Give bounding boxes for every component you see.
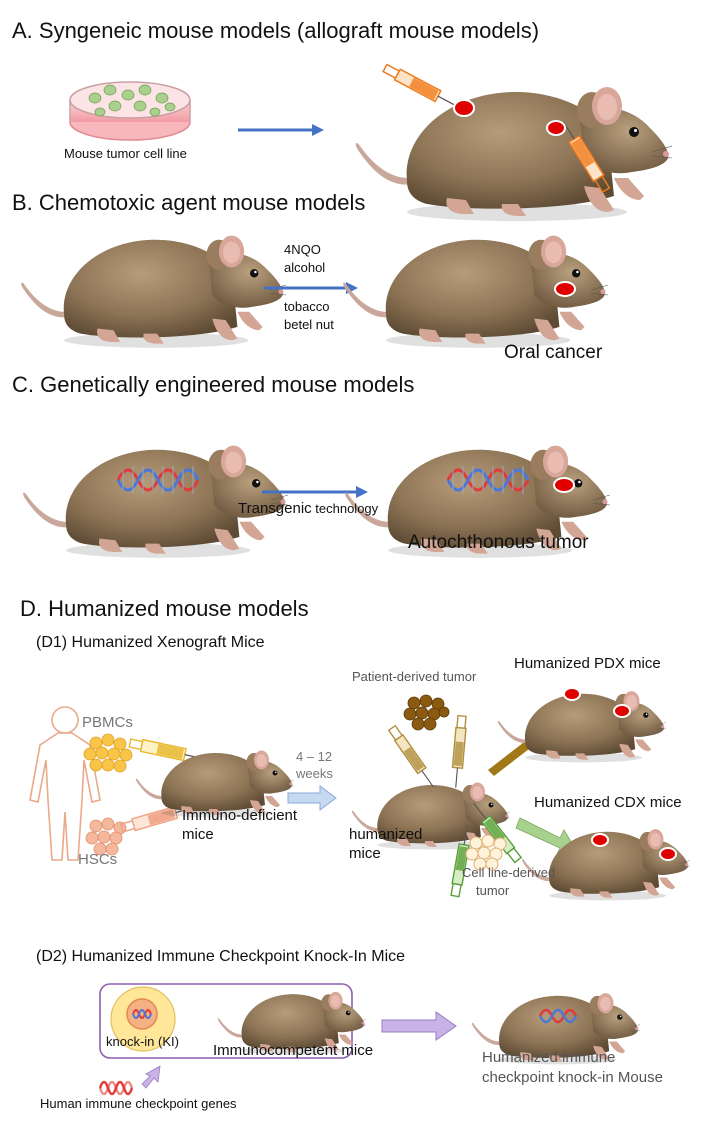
tumor-c: [553, 477, 575, 493]
agent-2: alcohol: [284, 260, 326, 275]
section-d1-title: (D1) Humanized Xenograft Mice: [36, 634, 265, 651]
autochthonous-label: Autochthonous tumor: [408, 532, 589, 553]
syringe-patient-1: [387, 724, 434, 788]
section-d2-graphics: [98, 983, 640, 1096]
syringe-pbmc: [128, 738, 205, 762]
pbmcs-label: PBMCs: [82, 714, 133, 731]
cell-ki-icon: [110, 986, 176, 1052]
syringe-a2: [563, 121, 611, 194]
section-a-title: A. Syngeneic mouse models (allograft mou…: [12, 18, 540, 43]
knock-in-label: knock-in (KI): [106, 1034, 179, 1049]
cellline-tumor-icon: [465, 834, 507, 871]
agent-4: betel nut: [284, 317, 334, 332]
mouse-b1: [20, 235, 286, 349]
section-c-graphics: [22, 445, 610, 559]
transgenic-main: Transgenic: [238, 500, 312, 517]
tumor-cdx-2: [659, 847, 677, 861]
pdx-label: Humanized PDX mice: [514, 655, 661, 672]
arrow-genes-up: [141, 1065, 161, 1089]
hscs-label: HSCs: [78, 851, 118, 868]
section-a-graphics: [69, 63, 672, 222]
dna-c2-icon: [446, 466, 530, 494]
cell-line-label: Mouse tumor cell line: [64, 146, 187, 161]
agent-3: tobacco: [284, 299, 330, 314]
arrow-d1-weeks: [287, 785, 337, 811]
transgenic-suffix: technology: [311, 501, 379, 516]
humanized-2: mice: [349, 845, 381, 862]
immunodeficient-1: Immuno-deficient: [182, 807, 298, 824]
mouse-a: [355, 86, 672, 222]
immunodeficient-2: mice: [182, 826, 214, 843]
ki-result-2: checkpoint knock-in Mouse: [482, 1069, 663, 1086]
syringe-patient-2: [451, 714, 467, 788]
section-b-graphics: [20, 235, 608, 349]
agent-1: 4NQO: [284, 242, 321, 257]
section-d1-graphics: [29, 687, 690, 901]
ki-result-1: Humanized immune: [482, 1049, 616, 1066]
oral-cancer-label: Oral cancer: [504, 342, 603, 363]
arrow-d2: [381, 1011, 457, 1041]
humanized-1: humanized: [349, 826, 423, 843]
tumor-a1: [453, 99, 475, 117]
arrow-c: [262, 486, 368, 498]
cdx-label: Humanized CDX mice: [534, 794, 682, 811]
tumor-cdx-1: [591, 833, 609, 847]
transgenic-label: Transgenic technology: [238, 500, 378, 517]
syringe-a1: [382, 63, 456, 107]
tumor-b: [554, 281, 576, 297]
section-c-title: C. Genetically engineered mouse models: [12, 372, 415, 397]
human-figure-icon: [29, 706, 101, 861]
patient-tumor-icon: [403, 694, 450, 731]
hsc-cluster-icon: [85, 817, 127, 856]
gene-coil-icon: [98, 1080, 134, 1096]
petri-dish-icon: [69, 81, 191, 141]
dna-d2-icon: [538, 1008, 578, 1024]
section-d-title: D. Humanized mouse models: [20, 596, 309, 621]
section-b-title: B. Chemotoxic agent mouse models: [12, 190, 366, 215]
tumor-pdx-1: [563, 687, 581, 701]
dna-c1-icon: [116, 466, 200, 494]
duration-1: 4 – 12: [296, 749, 333, 764]
cellline-tumor-1: Cell line-derived: [462, 865, 556, 880]
tumor-a2: [546, 120, 566, 136]
pbmc-cluster-icon: [83, 733, 133, 773]
immunocompetent-label: Immunocompetent mice: [213, 1042, 374, 1059]
syringe-cellline-1: [450, 824, 470, 898]
genes-label: Human immune checkpoint genes: [40, 1096, 237, 1111]
tumor-pdx-2: [613, 704, 631, 718]
duration-2: weeks: [296, 766, 333, 781]
cellline-tumor-2: tumor: [476, 883, 510, 898]
arrow-a: [238, 124, 324, 136]
section-d2-title: (D2) Humanized Immune Checkpoint Knock-I…: [36, 948, 406, 965]
patient-tumor-label: Patient-derived tumor: [352, 669, 477, 684]
